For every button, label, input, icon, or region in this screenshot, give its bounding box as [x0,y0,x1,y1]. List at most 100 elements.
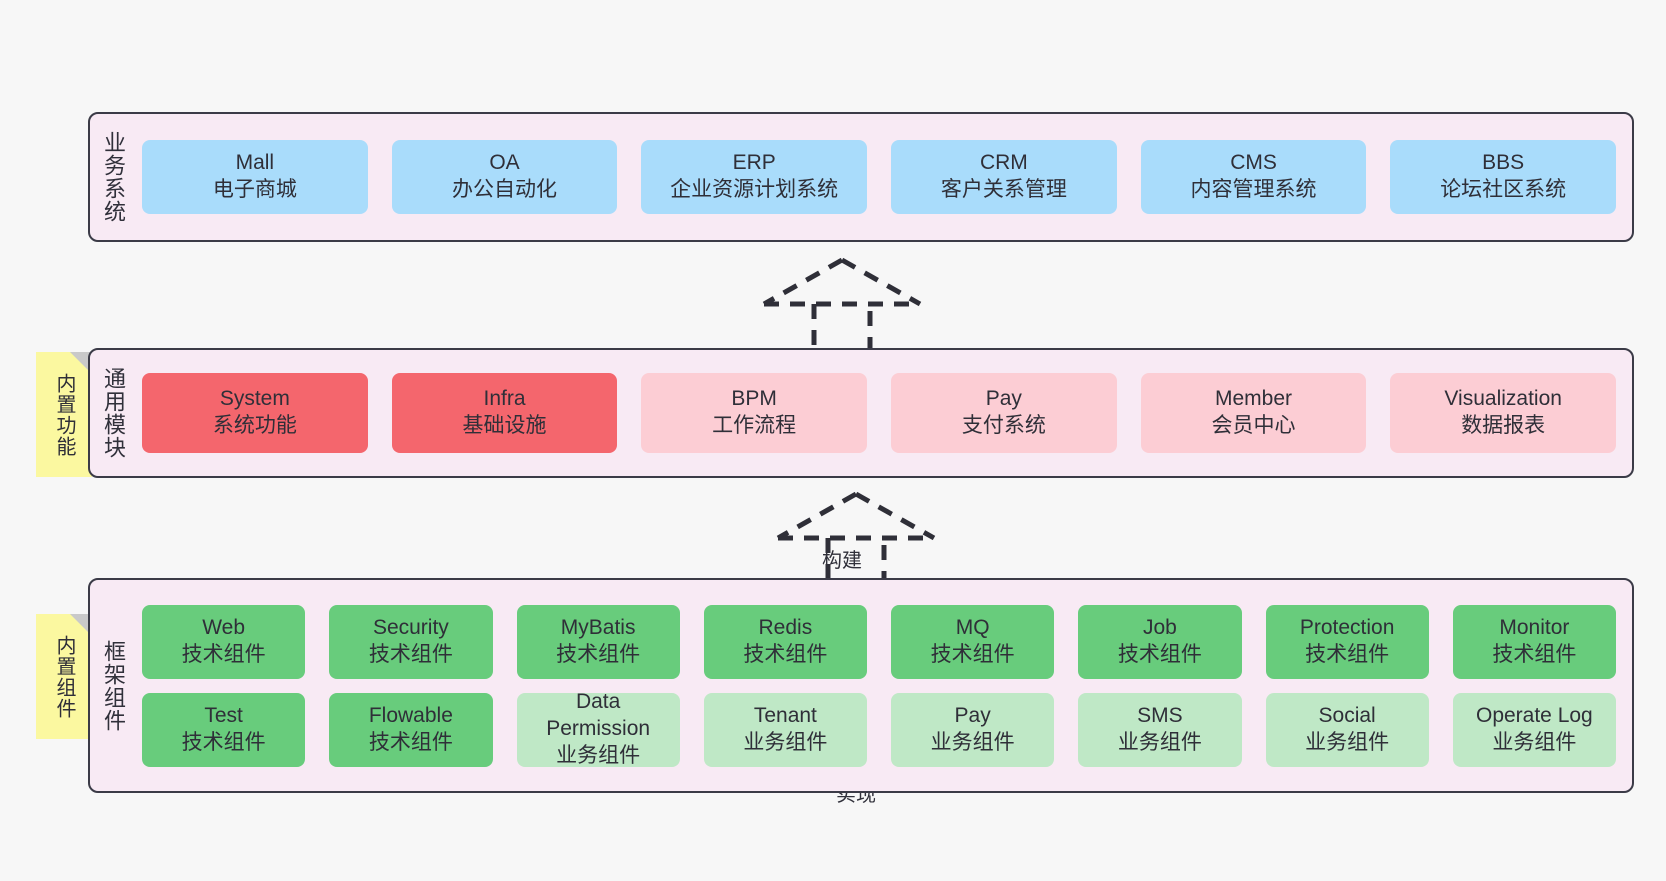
box-system-desc: 系统功能 [212,414,297,437]
box-flowable[interactable]: Flowable 技术组件 [329,692,493,767]
box-data-permission[interactable]: Data Permission 业务组件 [516,690,680,767]
box-social[interactable]: Social 业务组件 [1265,692,1429,767]
impl-arrow-right-edge [854,491,936,541]
box-bpm-desc: 工作流程 [712,414,797,437]
box-system[interactable]: System 系统功能 [142,373,368,453]
build-arrow-right-edge [840,257,922,307]
box-bpm-title: BPM [731,387,777,411]
box-mybatis-desc: 技术组件 [556,642,641,666]
box-bbs[interactable]: BBS 论坛社区系统 [1390,140,1617,214]
box-tenant[interactable]: Tenant 业务组件 [703,692,867,767]
note-builtin-function-label: 内置功能 [53,372,75,457]
layer-title-framework: 框架组件 [100,639,126,732]
layer-body-common: System 系统功能 Infra 基础设施 BPM 工作流程 Pay 支付系统… [136,350,1632,476]
box-sms[interactable]: SMS 业务组件 [1078,692,1242,767]
box-bbs-title: BBS [1482,151,1525,175]
layer-title-common: 通用模块 [100,367,126,459]
connector-implement: 实现 [766,490,946,806]
box-mall[interactable]: Mall 电子商城 [142,140,368,214]
box-member[interactable]: Member 会员中心 [1140,373,1367,453]
box-pay-component-title: Pay [954,703,991,727]
box-job[interactable]: Job 技术组件 [1078,604,1242,679]
box-web-title: Web [202,615,246,639]
box-protection-desc: 技术组件 [1305,642,1390,666]
box-social-desc: 业务组件 [1305,730,1390,754]
box-infra-desc: 基础设施 [462,414,547,437]
box-redis[interactable]: Redis 技术组件 [703,604,867,679]
box-sms-desc: 业务组件 [1117,730,1202,754]
box-security-desc: 技术组件 [368,642,453,666]
business-systems-row: Mall 电子商城 OA 办公自动化 ERP 企业资源计划系统 CRM 客户关系… [142,140,1617,214]
box-bbs-desc: 论坛社区系统 [1440,178,1567,201]
box-job-desc: 技术组件 [1117,642,1202,666]
box-visualization-desc: 数据报表 [1461,414,1546,437]
box-flowable-title: Flowable [368,703,453,727]
box-visualization-title: Visualization [1444,387,1562,411]
box-web[interactable]: Web 技术组件 [142,604,306,679]
box-operate-log-title: Operate Log [1475,703,1593,727]
box-pay-module-title: Pay [985,387,1022,411]
box-infra-title: Infra [483,387,526,411]
box-web-desc: 技术组件 [181,642,266,666]
box-crm-title: CRM [979,151,1028,175]
box-test-desc: 技术组件 [181,730,266,754]
framework-tech-row: Web 技术组件 Security 技术组件 MyBatis 技术组件 Redi… [142,604,1616,679]
box-redis-desc: 技术组件 [743,642,828,666]
box-operate-log[interactable]: Operate Log 业务组件 [1452,692,1616,767]
box-test[interactable]: Test 技术组件 [142,692,306,767]
impl-arrow-left-edge [776,491,858,541]
box-mq-desc: 技术组件 [930,642,1015,666]
box-flowable-desc: 技术组件 [368,730,453,754]
box-crm[interactable]: CRM 客户关系管理 [891,140,1117,214]
build-arrow-left-edge [762,257,844,307]
box-mq-title: MQ [955,615,990,639]
box-erp[interactable]: ERP 企业资源计划系统 [641,140,868,214]
box-bpm[interactable]: BPM 工作流程 [641,373,868,453]
box-oa[interactable]: OA 办公自动化 [391,140,618,214]
box-system-title: System [219,387,290,411]
common-modules-row: System 系统功能 Infra 基础设施 BPM 工作流程 Pay 支付系统… [142,373,1617,453]
box-tenant-desc: 业务组件 [743,730,828,754]
layer-framework-components: 框架组件 Web 技术组件 Security 技术组件 MyBatis 技术组件… [88,578,1634,793]
box-mybatis-title: MyBatis [560,615,636,639]
box-mall-title: Mall [235,151,275,175]
note-builtin-function: 内置功能 [36,352,92,477]
box-erp-title: ERP [732,151,776,175]
box-infra[interactable]: Infra 基础设施 [391,373,618,453]
box-pay-component[interactable]: Pay 业务组件 [891,692,1055,767]
box-mybatis[interactable]: MyBatis 技术组件 [516,604,680,679]
box-job-title: Job [1142,615,1177,639]
box-social-title: Social [1318,703,1376,727]
box-security[interactable]: Security 技术组件 [329,604,493,679]
box-tenant-title: Tenant [753,703,817,727]
box-pay-component-desc: 业务组件 [930,730,1015,754]
layer-common-modules: 通用模块 System 系统功能 Infra 基础设施 BPM 工作流程 Pay… [88,348,1634,478]
box-oa-title: OA [489,151,520,175]
note-builtin-component-label: 内置组件 [53,634,75,719]
box-crm-desc: 客户关系管理 [940,178,1067,201]
note-builtin-component: 内置组件 [36,614,92,739]
box-cms-title: CMS [1230,151,1277,175]
box-monitor[interactable]: Monitor 技术组件 [1452,604,1616,679]
box-sms-title: SMS [1137,703,1183,727]
box-member-desc: 会员中心 [1211,414,1296,437]
box-visualization[interactable]: Visualization 数据报表 [1390,373,1617,453]
box-mq[interactable]: MQ 技术组件 [891,604,1055,679]
box-member-title: Member [1215,387,1293,411]
box-pay-module-desc: 支付系统 [961,414,1046,437]
layer-body-framework: Web 技术组件 Security 技术组件 MyBatis 技术组件 Redi… [136,580,1632,791]
box-data-permission-desc: 业务组件 [556,743,641,767]
connector-build: 构建 [752,256,932,572]
box-protection[interactable]: Protection 技术组件 [1265,604,1429,679]
box-test-title: Test [204,703,243,727]
box-erp-desc: 企业资源计划系统 [670,178,839,201]
box-monitor-title: Monitor [1499,615,1570,639]
box-oa-desc: 办公自动化 [452,178,557,201]
box-mall-desc: 电子商城 [212,178,297,201]
box-cms[interactable]: CMS 内容管理系统 [1140,140,1367,214]
layer-title-business: 业务系统 [100,131,126,223]
box-cms-desc: 内容管理系统 [1190,178,1317,201]
build-arrow-stem [811,304,873,355]
box-pay-module[interactable]: Pay 支付系统 [891,373,1117,453]
